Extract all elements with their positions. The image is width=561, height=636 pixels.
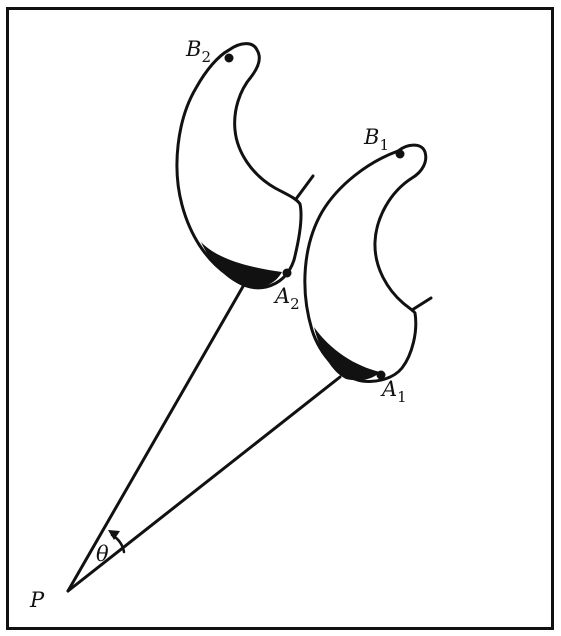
label-b1-subscript: 1	[379, 136, 389, 154]
label-a2-letter: A	[273, 284, 290, 308]
label-p: P	[29, 588, 45, 612]
label-theta: θ	[96, 542, 109, 566]
object-2	[175, 42, 315, 290]
object-2-stem	[294, 174, 315, 201]
object-2-point-b	[224, 53, 234, 63]
label-b1: B1	[363, 125, 389, 154]
angle-arrowhead	[108, 530, 120, 540]
label-a1-letter: A	[380, 377, 397, 401]
radius-line-to-a1	[66, 375, 342, 593]
label-b1-letter: B	[363, 125, 379, 149]
object-1-stem	[410, 296, 433, 312]
object-1-point-b	[395, 149, 405, 159]
object-2-shaded-base	[201, 242, 282, 288]
label-a1: A1	[380, 377, 407, 406]
object-1-outline	[303, 143, 428, 383]
object-1-point-a	[376, 370, 386, 380]
object-2-outline	[175, 42, 303, 290]
object-1-shaded-base	[314, 327, 380, 381]
label-b2-letter: B	[185, 37, 201, 61]
diagram-frame	[6, 7, 554, 630]
object-1	[303, 143, 433, 383]
radius-line-to-a2	[66, 281, 247, 593]
label-a2: A2	[273, 284, 300, 313]
label-a2-subscript: 2	[290, 295, 300, 313]
label-b2: B2	[185, 37, 211, 66]
label-a1-subscript: 1	[397, 388, 407, 406]
label-b2-subscript: 2	[201, 48, 211, 66]
object-2-point-a	[282, 268, 292, 278]
